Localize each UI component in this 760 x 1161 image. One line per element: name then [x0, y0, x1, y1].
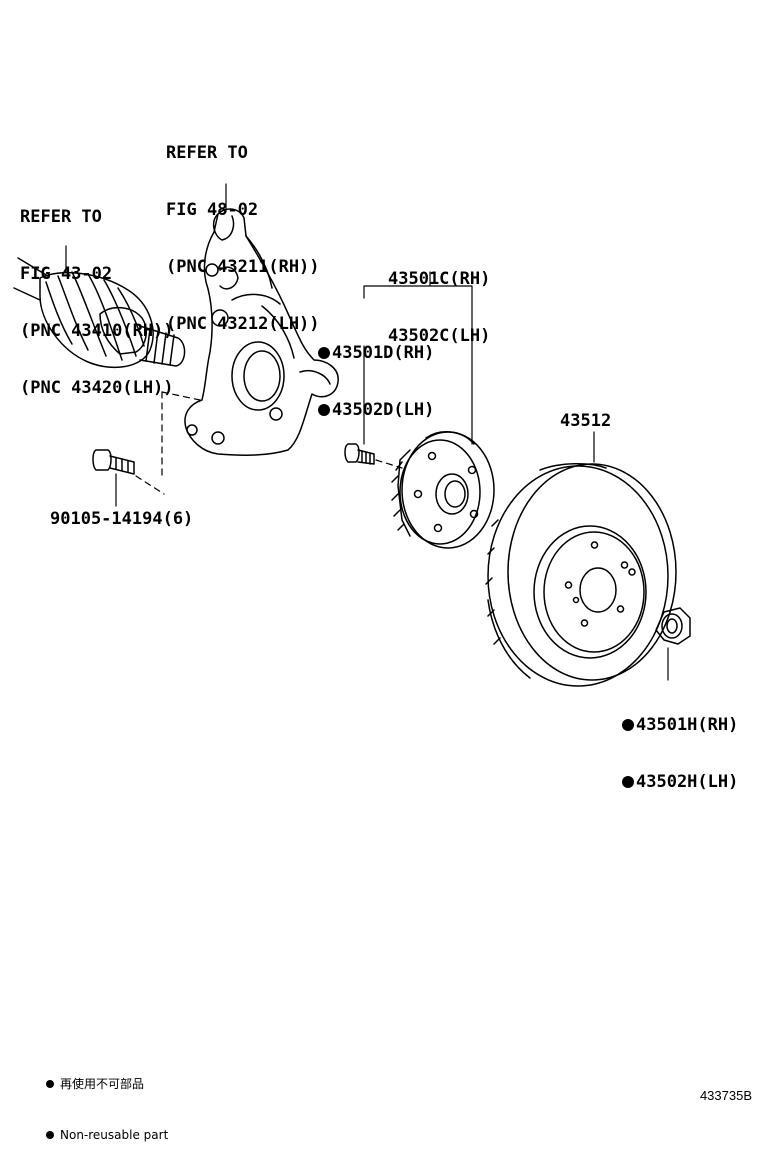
bullet-dot-icon: [46, 1131, 54, 1139]
hub-bolt-callout-line-1: 43501D(RH): [318, 344, 434, 363]
drive-shaft-callout-line-4: (PNC 43420(LH)): [20, 378, 174, 398]
hub-assy-callout-line-1: 43501C(RH): [388, 269, 491, 289]
bullet-dot-icon: [46, 1080, 54, 1088]
knuckle-callout: REFER TO FIG 48-02 (PNC 43211(RH)) (PNC …: [166, 106, 320, 353]
exploded-parts-diagram: [13, 183, 691, 687]
drive-shaft-callout-line-1: REFER TO: [20, 207, 102, 227]
legend-item-jp: 再使用不可部品: [46, 1076, 168, 1093]
drive-shaft-callout-line-2: FIG 43-02: [20, 264, 113, 284]
steering-knuckle: [184, 208, 339, 456]
knuckle-bolt: [92, 449, 135, 475]
knuckle-callout-line-2: FIG 48-02: [166, 200, 259, 220]
leader-lines: [65, 183, 669, 681]
lock-nut: [655, 607, 691, 645]
knuckle-callout-line-1: REFER TO: [166, 143, 248, 163]
knuckle-callout-line-4: (PNC 43212(LH)): [166, 314, 320, 334]
legend-item-en: Non-reusable part: [46, 1127, 168, 1144]
non-reusable-dot-icon: [622, 719, 634, 731]
non-reusable-dot-icon: [622, 776, 634, 788]
non-reusable-dot-icon: [318, 347, 330, 359]
knuckle-bolt-callout: 90105-14194(6): [50, 509, 194, 529]
nut-callout-line-2: 43502H(LH): [622, 773, 738, 792]
knuckle-callout-line-3: (PNC 43211(RH)): [166, 257, 320, 277]
drive-shaft: [13, 257, 186, 369]
hub-bolt: [344, 443, 375, 465]
nut-callout-line-1: 43501H(RH): [622, 716, 738, 735]
hub-bearing: [391, 431, 495, 549]
legend: 再使用不可部品 Non-reusable part: [46, 1042, 168, 1161]
hub-bolt-callout: 43501D(RH) 43502D(LH): [318, 306, 434, 439]
hub-assy-callout-line-2: 43502C(LH): [388, 326, 491, 346]
non-reusable-dot-icon: [318, 404, 330, 416]
drive-shaft-callout: REFER TO FIG 43-02 (PNC 43410(RH)) (PNC …: [20, 170, 174, 417]
alignment-lines: [135, 391, 403, 495]
nut-callout: 43501H(RH) 43502H(LH): [622, 678, 738, 811]
brake-disc: [485, 462, 677, 687]
figure-code: 433735B: [699, 1088, 752, 1103]
hub-assy-callout: 43501C(RH) 43502C(LH): [388, 232, 490, 365]
disc-callout: 43512: [560, 411, 612, 431]
drive-shaft-callout-line-3: (PNC 43410(RH)): [20, 321, 174, 341]
hub-bolt-callout-line-2: 43502D(LH): [318, 401, 434, 420]
